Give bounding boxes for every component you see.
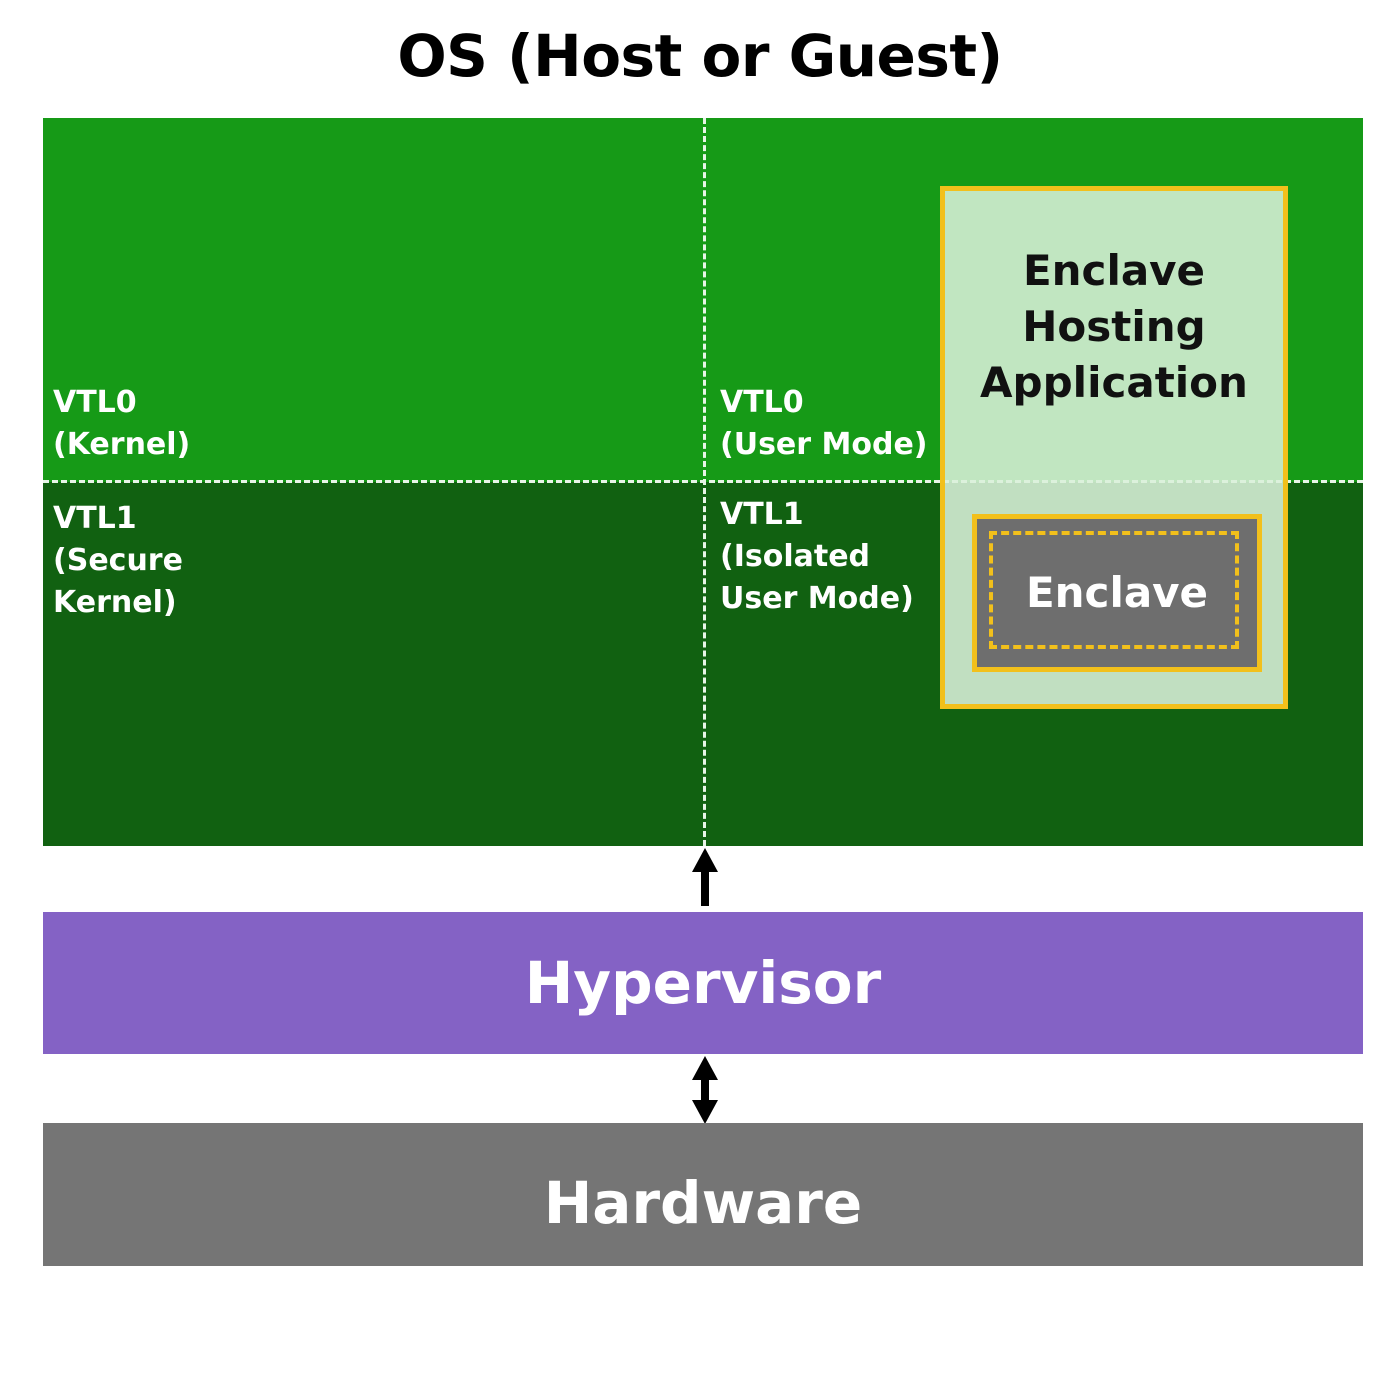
vtl0-kernel-line1: VTL0: [53, 385, 137, 420]
host-app-line3: Application: [980, 358, 1248, 407]
hardware-layer: Hardware: [43, 1123, 1363, 1266]
vtl0-user-line1: VTL0: [720, 385, 804, 420]
vtl1-kernel-line1: VTL1: [53, 501, 137, 536]
vtl0-kernel-line2: (Kernel): [53, 427, 191, 462]
vtl0-user-line2: (User Mode): [720, 427, 928, 462]
vtl1-kernel-line2: (Secure: [53, 543, 183, 578]
enclave-box: Enclave: [972, 514, 1262, 672]
kernel-user-divider-line: [703, 118, 706, 846]
bidirectional-arrow-icon: [692, 1056, 718, 1124]
enclave-hosting-application-label: Enclave Hosting Application: [945, 243, 1283, 411]
host-app-line2: Hosting: [1022, 302, 1206, 351]
vtl1-isolated-user-label: VTL1 (Isolated User Mode): [720, 494, 914, 620]
os-block: VTL0 (Kernel) VTL0 (User Mode) VTL1 (Sec…: [43, 118, 1363, 846]
enclave-hosting-application-box: Enclave Hosting Application: [940, 186, 1288, 709]
hypervisor-layer: Hypervisor: [43, 912, 1363, 1054]
vtl1-user-line2: (Isolated: [720, 539, 871, 574]
vtl1-user-line3: User Mode): [720, 581, 914, 616]
vtl1-kernel-line3: Kernel): [53, 585, 177, 620]
enclave-dashed-boundary: [989, 531, 1239, 649]
up-arrow-icon: [692, 848, 718, 906]
host-app-line1: Enclave: [1022, 246, 1206, 295]
enclave-label: Enclave: [1025, 568, 1209, 617]
vtl0-user-label: VTL0 (User Mode): [720, 382, 928, 466]
vtl1-secure-kernel-label: VTL1 (Secure Kernel): [53, 498, 183, 624]
vtl1-user-line1: VTL1: [720, 497, 804, 532]
diagram-title: OS (Host or Guest): [397, 22, 1003, 90]
vtl0-kernel-label: VTL0 (Kernel): [53, 382, 190, 466]
